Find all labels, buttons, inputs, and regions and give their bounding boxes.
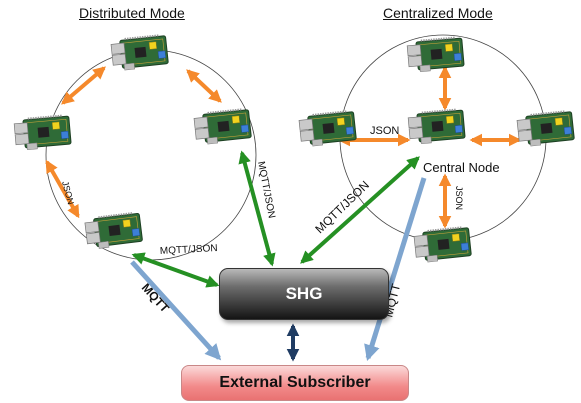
orange-arrow-top-right bbox=[186, 69, 222, 103]
label-json-central: JSON bbox=[370, 125, 399, 137]
external-subscriber-box: External Subscriber bbox=[181, 365, 409, 401]
orange-arrow-top-left bbox=[61, 66, 106, 105]
green-arrow-right-node-shg bbox=[238, 150, 276, 267]
blue-arrow-right-mqtt bbox=[364, 177, 427, 362]
orange-arrow-left-vertical bbox=[45, 159, 80, 219]
shg-box: SHG bbox=[219, 268, 389, 320]
raspberry-pi-board-right bbox=[192, 107, 253, 147]
raspberry-pi-board-bottom bbox=[83, 211, 144, 251]
green-arrow-central-shg bbox=[300, 156, 420, 264]
raspberry-pi-board-left bbox=[12, 114, 73, 152]
raspberry-pi-board-central bbox=[406, 108, 467, 146]
centralized-mode-title: Centralized Mode bbox=[383, 5, 493, 21]
blue-arrow-left-mqtt bbox=[130, 260, 222, 361]
label-mqtt-json-bottom: MQTT/JSON bbox=[160, 243, 218, 257]
label-json-vertical: JSON bbox=[454, 186, 464, 210]
raspberry-pi-board-cent-bottom bbox=[412, 225, 473, 265]
raspberry-pi-board-top bbox=[109, 33, 170, 73]
label-central-node: Central Node bbox=[423, 160, 500, 175]
distributed-mode-title: Distributed Mode bbox=[79, 5, 185, 21]
distributed-ring bbox=[45, 49, 257, 261]
raspberry-pi-board-cent-right bbox=[515, 109, 576, 149]
green-arrow-bottom-node-shg bbox=[131, 252, 220, 288]
raspberry-pi-board-cent-top bbox=[405, 36, 466, 74]
